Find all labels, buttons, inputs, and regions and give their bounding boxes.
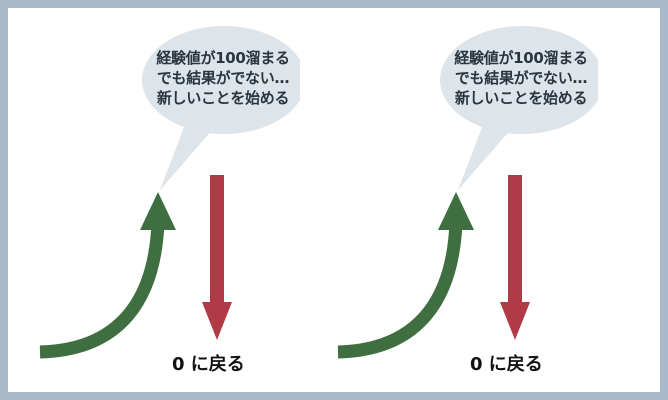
panel-left-graphics [39,26,300,359]
panel-right-graphics [337,26,598,359]
bubble-line: 経験値が100溜まる [156,49,290,67]
growth-arrow-up [337,192,474,359]
bubble-line: 新しいことを始める [156,89,290,107]
panel-left: 経験値が100溜まる でも結果がでない… 新しいことを始める 0 に戻る [0,0,300,400]
reset-label: 0 に戻る [470,354,543,375]
bubble-line: でも結果がでない… [454,69,588,87]
reset-label: 0 に戻る [172,354,245,375]
reset-arrow-down [202,175,232,340]
bubble-text: 経験値が100溜まる でも結果がでない… 新しいことを始める [148,48,298,108]
bubble-line: でも結果がでない… [156,69,290,87]
speech-bubble [142,26,300,190]
bubble-line: 経験値が100溜まる [454,49,588,67]
bubble-text: 経験値が100溜まる でも結果がでない… 新しいことを始める [446,48,596,108]
reset-arrow-down [500,175,530,340]
panel-right: 経験値が100溜まる でも結果がでない… 新しいことを始める 0 に戻る [298,0,598,400]
speech-bubble [440,26,598,190]
growth-arrow-up [39,192,176,359]
bubble-line: 新しいことを始める [454,89,588,107]
